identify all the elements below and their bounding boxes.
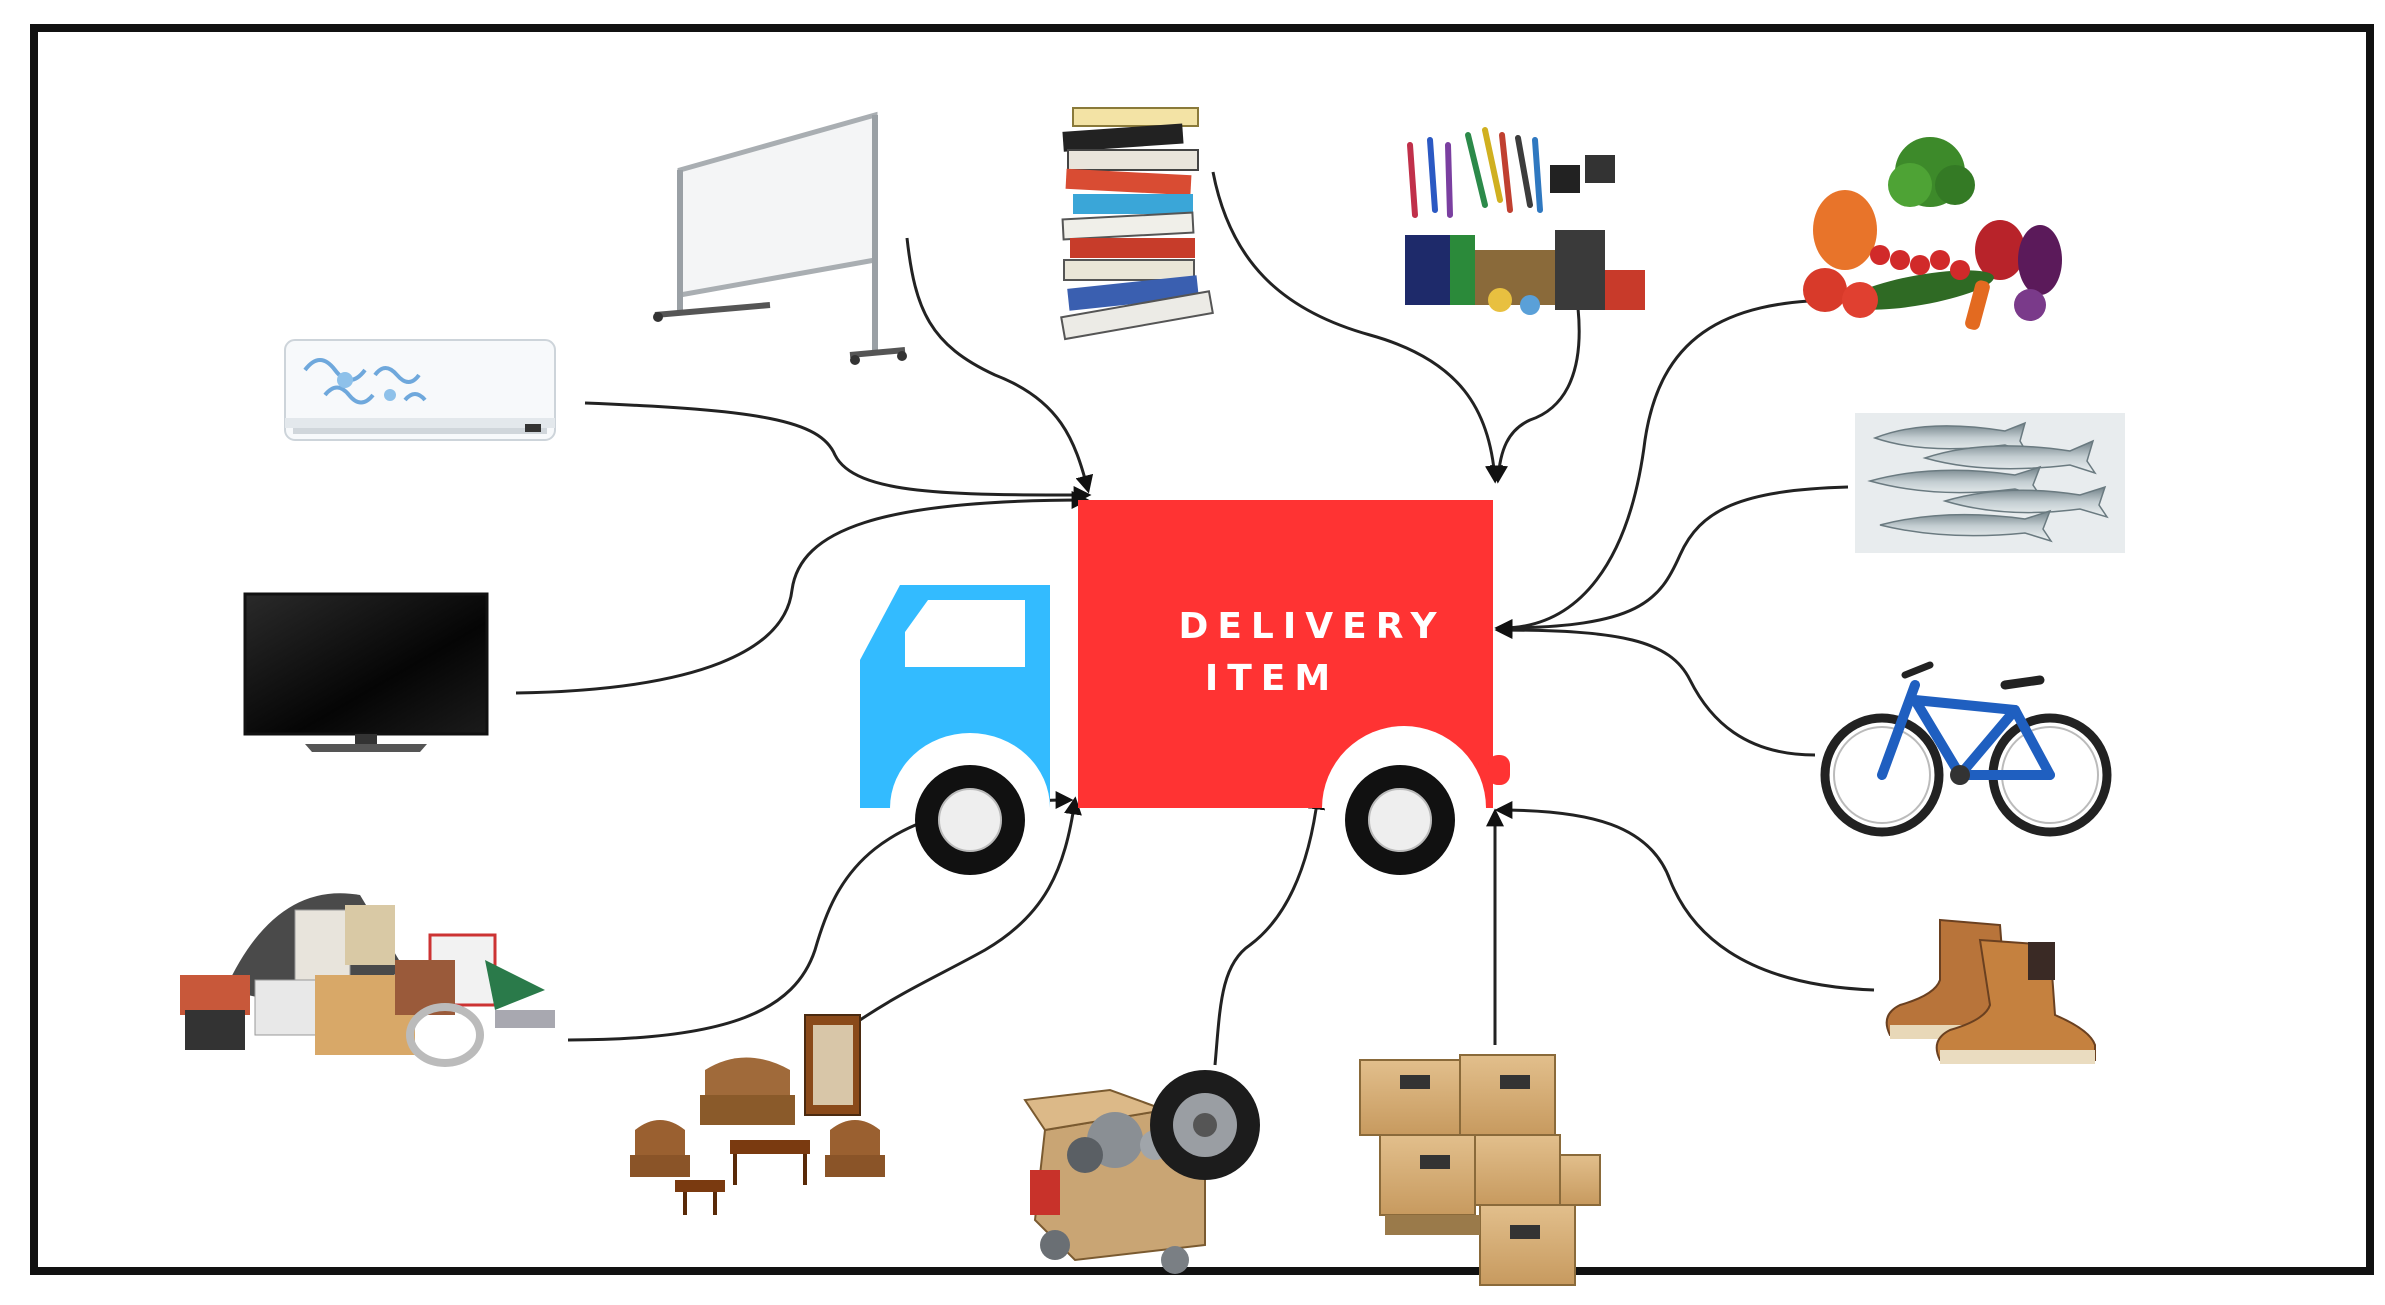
connector-vegetables xyxy=(1494,298,1841,638)
connector-air-conditioner xyxy=(584,401,1092,504)
vegetables-icon xyxy=(1803,137,2062,330)
air-conditioner-icon xyxy=(284,339,556,441)
connector-stationery xyxy=(1489,307,1581,484)
truck-window xyxy=(905,600,1025,667)
television-icon xyxy=(243,592,489,752)
truck-wheel-rear xyxy=(1345,765,1455,875)
connector-books xyxy=(1211,171,1503,484)
truck-label-line2: ITEM xyxy=(1205,658,1339,699)
truck-label-line1: DELIVERY xyxy=(1178,606,1445,647)
auto-parts-icon xyxy=(1023,1070,1260,1274)
boots-icon xyxy=(1885,918,2096,1064)
delivery-truck: DELIVERY ITEM xyxy=(860,500,1510,875)
building-materials-icon xyxy=(180,893,555,1067)
connector-fish xyxy=(1494,485,1849,637)
fish-icon xyxy=(1855,413,2125,553)
whiteboard-icon xyxy=(653,111,907,365)
boxes-icon xyxy=(1359,1054,1601,1286)
stationery-icon xyxy=(1405,127,1645,315)
connector-auto-parts xyxy=(1213,791,1326,1066)
books-icon xyxy=(1060,107,1214,341)
connector-bicycle xyxy=(1494,621,1816,757)
connector-television xyxy=(515,491,1090,695)
furniture-icon xyxy=(630,1014,885,1215)
connector-lines xyxy=(515,171,1875,1066)
truck-wheel-front xyxy=(915,765,1025,875)
connector-whiteboard xyxy=(905,237,1094,494)
bicycle-icon xyxy=(1820,661,2112,837)
connector-furniture xyxy=(859,796,1082,1022)
truck-bumper xyxy=(1488,755,1510,785)
connector-boots xyxy=(1494,801,1875,992)
